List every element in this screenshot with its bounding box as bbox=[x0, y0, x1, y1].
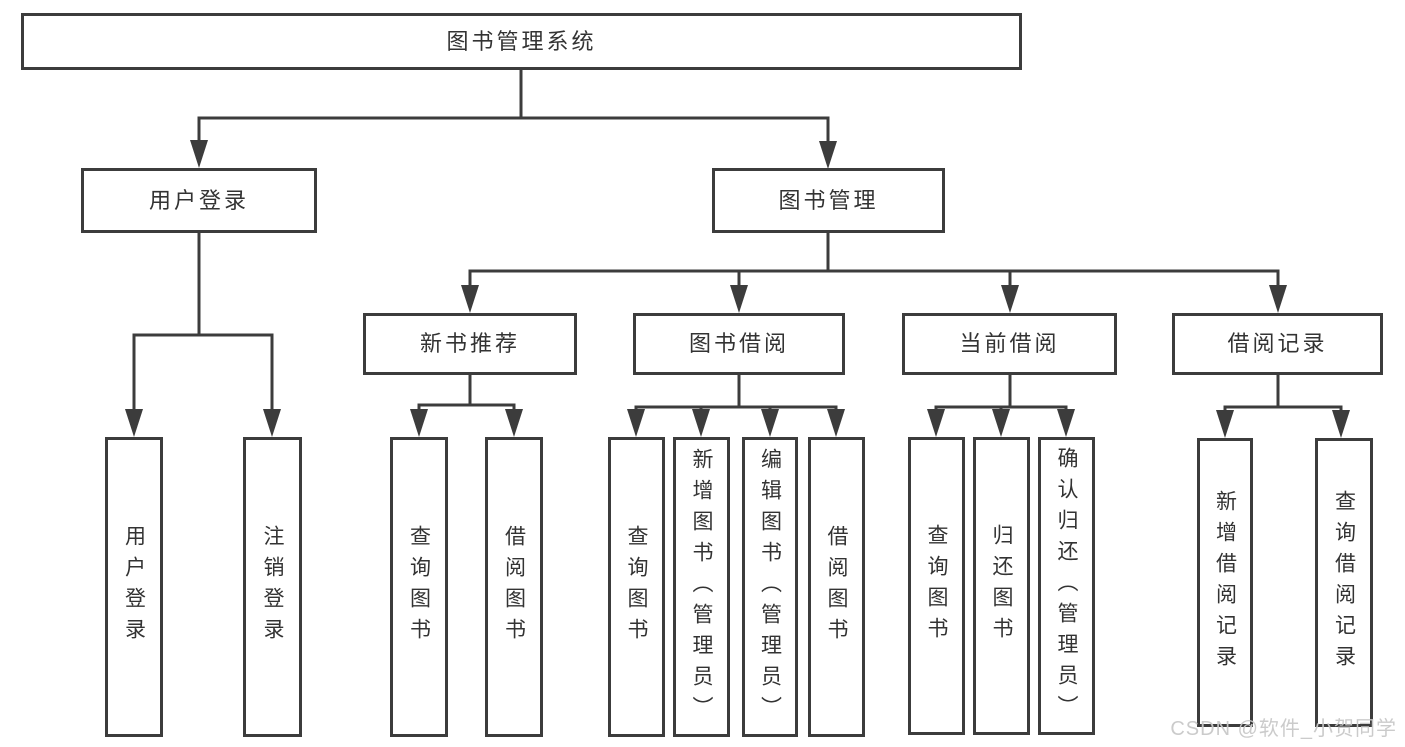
arrowhead-icon bbox=[927, 409, 945, 437]
arrowhead-icon bbox=[992, 409, 1010, 437]
node-new-book-recommend: 新书推荐 bbox=[363, 313, 577, 375]
node-current-borrowing: 当前借阅 bbox=[902, 313, 1117, 375]
node-label: 归还图书 bbox=[990, 524, 1013, 648]
node-label: 用户登录 bbox=[148, 187, 249, 213]
node-label: 借阅图书 bbox=[502, 525, 526, 649]
leaf-confirm-return-admin: 确认归还（管理员） bbox=[1038, 437, 1095, 735]
arrowhead-icon bbox=[1332, 410, 1350, 438]
node-label: 图书借阅 bbox=[688, 331, 789, 356]
arrowhead-icon bbox=[263, 409, 281, 437]
leaf-borrow-books: 借阅图书 bbox=[485, 437, 543, 737]
node-label: 查询借阅记录 bbox=[1332, 489, 1356, 676]
node-label: 图书管理 bbox=[778, 187, 879, 213]
node-label: 新书推荐 bbox=[419, 331, 520, 356]
node-book-management: 图书管理 bbox=[712, 168, 945, 233]
leaf-query-books: 查询图书 bbox=[390, 437, 448, 737]
leaf-return-books: 归还图书 bbox=[973, 437, 1030, 735]
connector-userlogin-split bbox=[132, 233, 274, 413]
arrowhead-icon bbox=[730, 285, 748, 313]
connector-current-split bbox=[934, 375, 1068, 414]
connector-bookmgmt-split bbox=[468, 233, 1280, 290]
arrowhead-icon bbox=[461, 285, 479, 313]
leaf-add-books-admin: 新增图书（管理员） bbox=[673, 437, 730, 737]
leaf-user-login: 用户登录 bbox=[105, 437, 163, 737]
node-label: 确认归还（管理员） bbox=[1055, 446, 1078, 726]
leaf-borrow-books: 借阅图书 bbox=[808, 437, 865, 737]
arrowhead-icon bbox=[1001, 285, 1019, 313]
node-label: 编辑图书（管理员） bbox=[758, 447, 782, 727]
arrowhead-icon bbox=[761, 409, 779, 437]
node-label: 查询图书 bbox=[407, 525, 431, 649]
arrowhead-icon bbox=[505, 409, 523, 437]
node-label: 注销登录 bbox=[261, 525, 284, 649]
leaf-query-borrow-record: 查询借阅记录 bbox=[1315, 438, 1373, 727]
leaf-edit-books-admin: 编辑图书（管理员） bbox=[742, 437, 798, 737]
node-library-management-system: 图书管理系统 bbox=[21, 13, 1022, 70]
leaf-logout: 注销登录 bbox=[243, 437, 302, 737]
node-label: 图书管理系统 bbox=[446, 28, 597, 54]
node-label: 当前借阅 bbox=[959, 331, 1060, 356]
csdn-watermark: CSDN @软件_小贺同学 bbox=[1170, 718, 1397, 740]
connector-root-to-level2 bbox=[197, 70, 830, 145]
arrowhead-icon bbox=[819, 141, 837, 169]
node-label: 查询图书 bbox=[925, 524, 948, 648]
arrowhead-icon bbox=[1216, 410, 1234, 438]
arrowhead-icon bbox=[1269, 285, 1287, 313]
arrowhead-icon bbox=[1057, 409, 1075, 437]
arrowhead-icon bbox=[827, 409, 845, 437]
node-label: 新增借阅记录 bbox=[1213, 489, 1237, 676]
arrowhead-icon bbox=[627, 409, 645, 437]
leaf-query-books: 查询图书 bbox=[908, 437, 965, 735]
node-borrowing-records: 借阅记录 bbox=[1172, 313, 1383, 375]
node-label: 借阅记录 bbox=[1227, 331, 1328, 356]
connector-borrow-split bbox=[634, 375, 838, 414]
leaf-query-books: 查询图书 bbox=[608, 437, 665, 737]
arrowhead-icon bbox=[692, 409, 710, 437]
arrowhead-icon bbox=[190, 140, 208, 168]
arrowhead-icon bbox=[125, 409, 143, 437]
node-label: 借阅图书 bbox=[825, 525, 848, 649]
node-book-borrowing: 图书借阅 bbox=[633, 313, 845, 375]
node-user-login: 用户登录 bbox=[81, 168, 317, 233]
node-label: 用户登录 bbox=[122, 525, 146, 649]
connector-newbook-split bbox=[417, 375, 516, 414]
node-label: 查询图书 bbox=[625, 525, 648, 649]
connector-records-split bbox=[1223, 375, 1343, 414]
arrowhead-icon bbox=[410, 409, 428, 437]
leaf-add-borrow-record: 新增借阅记录 bbox=[1197, 438, 1253, 727]
node-label: 新增图书（管理员） bbox=[690, 447, 713, 727]
